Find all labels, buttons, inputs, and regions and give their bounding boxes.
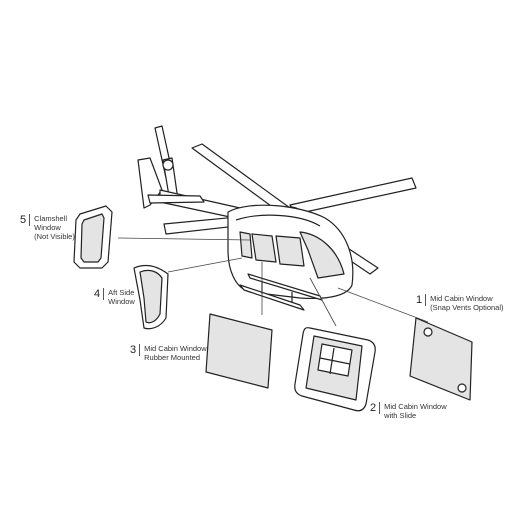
callout-number: 3 — [130, 344, 141, 356]
callout-label: Window — [34, 223, 61, 232]
callout-label: Mid Cabin Window — [144, 344, 207, 353]
tail-rotor — [154, 125, 179, 203]
callout-3: 3 Mid Cabin Window Rubber Mounted — [130, 344, 207, 362]
callout-number: 1 — [416, 294, 427, 306]
callout-number: 2 — [370, 402, 381, 414]
callout-label: with Slide — [384, 411, 417, 420]
side-window-mid — [251, 233, 277, 263]
cockpit-window — [299, 231, 345, 279]
snap-vent-icon — [423, 327, 433, 337]
callout-label: (Snap Vents Optional) — [430, 303, 504, 312]
callout-label: Mid Cabin Window — [384, 402, 447, 411]
window-5-clamshell — [73, 205, 113, 269]
callout-2: 2 Mid Cabin Window with Slide — [370, 402, 447, 420]
side-window-front — [275, 235, 305, 267]
callout-label: Mid Cabin Window — [430, 294, 493, 303]
callout-label: Clamshell — [34, 214, 68, 223]
helicopter-illustration — [137, 125, 417, 311]
callout-5: 5 Clamshell Window (Not Visible) — [20, 214, 75, 241]
callout-label: Rubber Mounted — [144, 353, 200, 362]
window-2-with-slide — [294, 327, 376, 412]
window-1-snap-vents — [409, 317, 473, 401]
callout-label: (Not Visible) — [34, 232, 75, 241]
window-4-aft-side — [133, 264, 169, 330]
callout-4: 4 Aft Side Window — [94, 288, 135, 306]
window-3-rubber-mounted — [205, 313, 273, 389]
leader-lines — [117, 237, 429, 327]
side-window-aft — [239, 231, 253, 259]
callout-1: 1 Mid Cabin Window (Snap Vents Optional) — [416, 294, 504, 312]
callout-label: Aft Side — [108, 288, 135, 297]
callout-number: 4 — [94, 288, 105, 300]
callout-label: Window — [108, 297, 135, 306]
callout-number: 5 — [20, 214, 31, 226]
snap-vent-icon — [457, 383, 467, 393]
